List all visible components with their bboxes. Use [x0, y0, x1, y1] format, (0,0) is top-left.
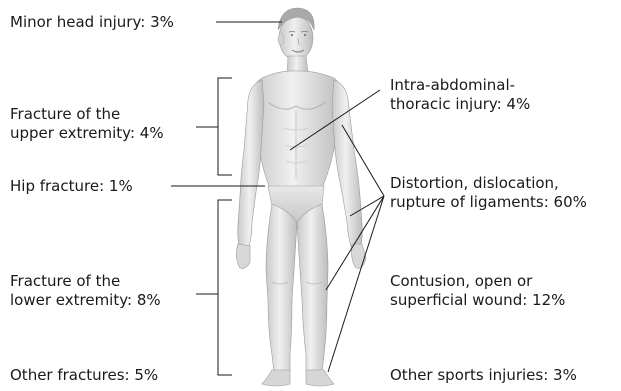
distortion-line-1: Distortion, dislocation,: [390, 174, 587, 193]
fracture-upper-line-1: Fracture of the: [10, 105, 164, 124]
distortion-leader-1: [342, 125, 384, 196]
fracture-lower-line-2: lower extremity: 8%: [10, 291, 161, 310]
distortion-line-2: rupture of ligaments: 60%: [390, 193, 587, 212]
minor-head-injury-text: Minor head injury: 3%: [10, 13, 174, 32]
label-minor-head-injury: Minor head injury: 3%: [10, 13, 174, 32]
contusion-line-1: Contusion, open or: [390, 272, 565, 291]
intra-abdominal-leader: [290, 90, 380, 150]
label-other-sports: Other sports injuries: 3%: [390, 366, 577, 385]
other-sports-text: Other sports injuries: 3%: [390, 366, 577, 385]
distortion-leader-3: [326, 196, 384, 290]
label-intra-abdominal: Intra-abdominal- thoracic injury: 4%: [390, 76, 530, 114]
other-fractures-text: Other fractures: 5%: [10, 366, 158, 385]
label-contusion: Contusion, open or superficial wound: 12…: [390, 272, 565, 310]
contusion-line-2: superficial wound: 12%: [390, 291, 565, 310]
lower-extremity-bracket: [218, 200, 232, 375]
intra-abdominal-line-2: thoracic injury: 4%: [390, 95, 530, 114]
label-distortion: Distortion, dislocation, rupture of liga…: [390, 174, 587, 212]
hip-fracture-text: Hip fracture: 1%: [10, 177, 133, 196]
fracture-lower-line-1: Fracture of the: [10, 272, 161, 291]
upper-extremity-bracket: [218, 78, 232, 175]
label-fracture-upper: Fracture of the upper extremity: 4%: [10, 105, 164, 143]
distortion-leader-4: [328, 196, 384, 372]
fracture-upper-line-2: upper extremity: 4%: [10, 124, 164, 143]
intra-abdominal-line-1: Intra-abdominal-: [390, 76, 530, 95]
label-hip-fracture: Hip fracture: 1%: [10, 177, 133, 196]
label-fracture-lower: Fracture of the lower extremity: 8%: [10, 272, 161, 310]
label-other-fractures: Other fractures: 5%: [10, 366, 158, 385]
